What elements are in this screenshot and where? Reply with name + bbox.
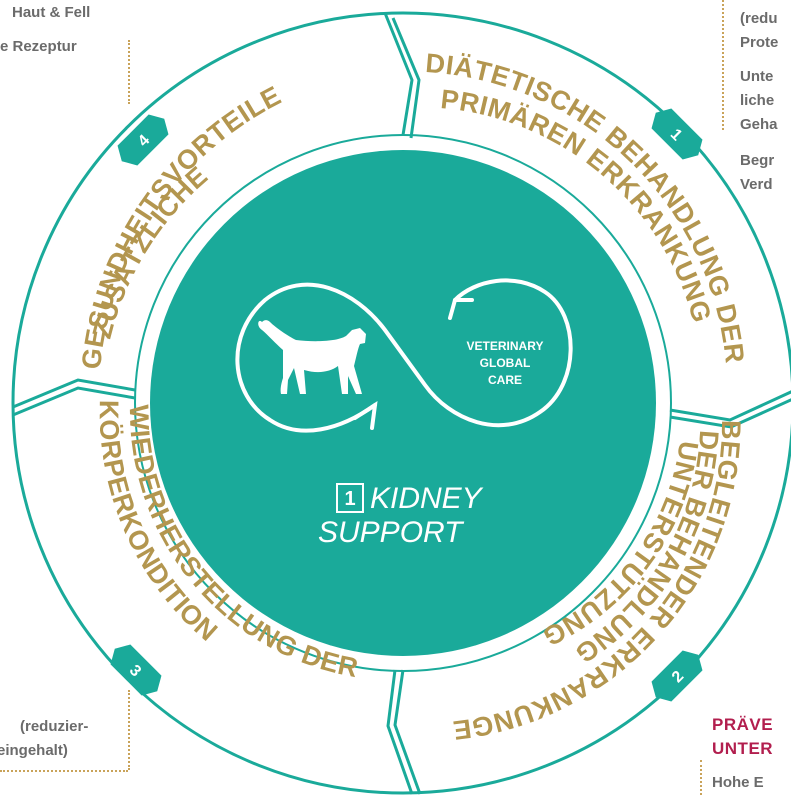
side-top-right-line-4: liche (740, 92, 775, 109)
side-top-left-line-1: Haut & Fell (12, 4, 91, 21)
product-line-1: KIDNEY (370, 482, 484, 515)
side-bottom-right-line-1: Hohe E (712, 774, 764, 791)
product-number: 1 (344, 488, 355, 510)
side-bottom-left-line-1: (reduzier- (20, 718, 89, 735)
side-divider (700, 760, 702, 795)
segment-1-badge: 1 (651, 108, 703, 160)
side-bottom-right-heading-1: PRÄVE (712, 715, 774, 734)
side-top-right-line-2: Prote (740, 34, 779, 51)
side-divider (128, 690, 130, 770)
vgc-line-2: GLOBAL (480, 356, 531, 370)
side-top-right-line-6: Begr (740, 152, 775, 169)
vgc-line-3: CARE (488, 373, 522, 387)
side-top-right-line-5: Geha (740, 116, 778, 133)
side-bottom-right-heading-2: UNTER (712, 739, 774, 758)
side-top-right-line-7: Verd (740, 176, 773, 193)
side-top-left-line-2: e Rezeptur (0, 38, 77, 55)
segment-4-badge: 4 (117, 114, 169, 166)
side-divider (722, 0, 724, 130)
side-divider (0, 770, 128, 772)
side-bottom-left-line-2: eingehalt) (0, 742, 68, 759)
product-number-box (336, 483, 364, 513)
vgc-line-1: VETERINARY (467, 339, 544, 353)
outer-ring (11, 11, 791, 795)
side-top-right-line-3: Unte (740, 68, 774, 85)
infinity-loop-icon (235, 278, 573, 433)
side-top-right-line-1: (redu (740, 10, 778, 27)
segment-3-badge: 3 (110, 644, 162, 696)
center-disk (150, 150, 656, 656)
segment-dividers (12, 12, 791, 795)
cat-icon (258, 320, 366, 394)
segment-2-badge: 2 (651, 650, 703, 702)
side-divider (128, 40, 130, 104)
product-line-2: SUPPORT (318, 516, 465, 549)
